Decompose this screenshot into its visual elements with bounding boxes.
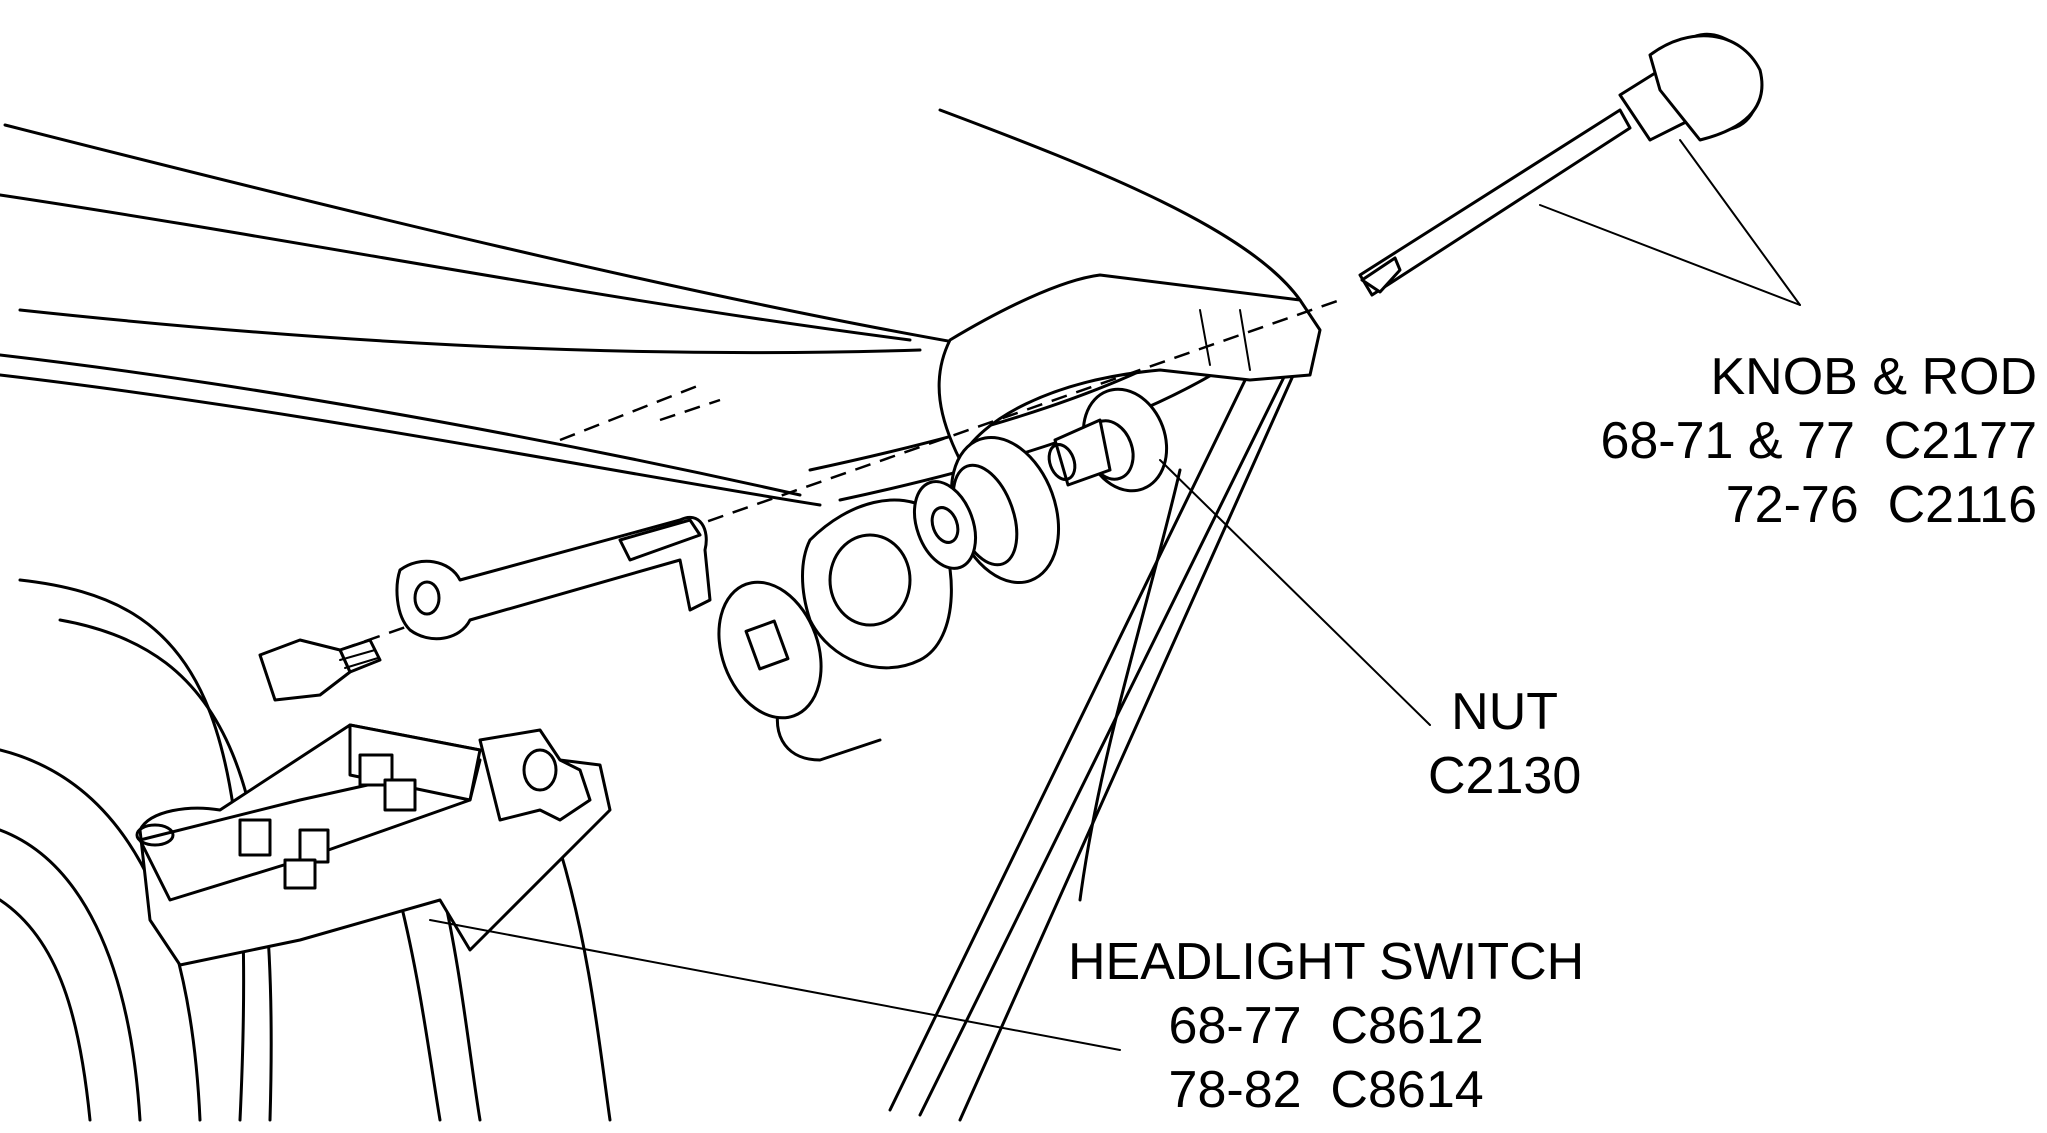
washer <box>717 580 823 720</box>
leader-switch <box>429 919 1121 1051</box>
callout-knob-line-1: 68-71 & 77 C2177 <box>1600 412 2037 470</box>
callout-nut: NUT C2130 <box>1428 680 1581 808</box>
shaft-centerline <box>339 298 1341 652</box>
knob-and-rod <box>1358 32 1764 297</box>
callout-knob-line-2: 72-76 C2116 <box>1725 476 2037 534</box>
callout-switch-line-2: 78-82 C8614 <box>1168 1061 1484 1119</box>
callout-nut-line-1: C2130 <box>1428 747 1582 805</box>
nut-part <box>1047 387 1169 493</box>
leader-knob-to-knob <box>1679 139 1801 306</box>
callout-headlight-switch: HEADLIGHT SWITCH 68-77 C8612 78-82 C8614 <box>1068 930 1584 1122</box>
callout-switch-title: HEADLIGHT SWITCH <box>1068 933 1585 991</box>
leader-knob-to-rod <box>1539 204 1801 306</box>
headlight-switch-part <box>135 723 612 967</box>
mounting-bracket <box>775 273 1322 762</box>
bezel-grommet <box>913 435 1061 585</box>
callout-nut-title: NUT <box>1451 683 1559 741</box>
callout-switch-line-1: 68-77 C8612 <box>1168 997 1484 1055</box>
bracket-strap <box>395 515 712 641</box>
mounting-screw <box>258 638 382 702</box>
leader-lines <box>429 139 1801 1051</box>
dashboard-outline <box>0 108 1302 507</box>
support-bars <box>888 358 1302 1122</box>
lower-dash-curves <box>0 578 612 1122</box>
leader-nut <box>1159 459 1431 726</box>
callout-knob-title: KNOB & ROD <box>1710 348 2038 406</box>
callout-knob-and-rod: KNOB & ROD 68-71 & 77 C2177 72-76 C2116 <box>1600 345 2037 537</box>
